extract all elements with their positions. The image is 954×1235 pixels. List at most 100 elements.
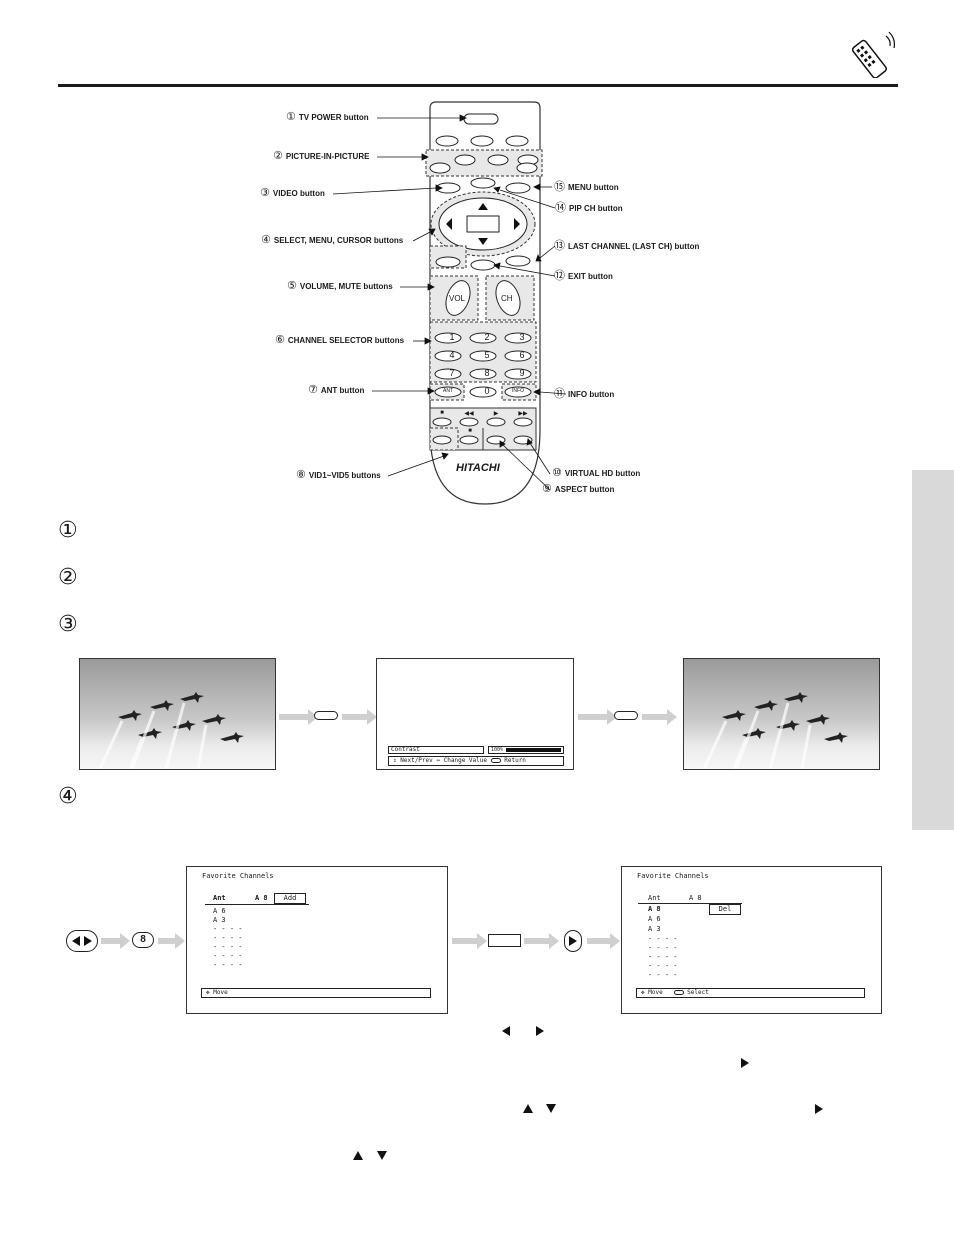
fav-list-item: A 3 (648, 925, 661, 933)
remote-brand-logo: HITACHI (456, 462, 500, 474)
remote-key: 8 (484, 368, 490, 378)
contrast-field: Contrast (388, 746, 484, 754)
fav-list-item: - - - - (648, 962, 678, 970)
favorite-channels-screen-add: Favorite Channels Ant A 8 Add A 6 A 3 - … (186, 866, 448, 1014)
fav-header-channel: A 8 (255, 894, 268, 902)
section-2-number: ② (58, 565, 78, 590)
fav-header-channel: A 8 (689, 894, 702, 902)
remote-control-icon (851, 31, 896, 78)
flow-arrow (578, 709, 617, 725)
cursor-pad-icon: ✥ (641, 989, 645, 996)
fav-list-item: A 6 (213, 907, 226, 915)
flow-arrow (524, 933, 559, 949)
flow-arrow (101, 933, 130, 949)
rewind-icon: ◀◀ (464, 411, 474, 417)
fav-list-item: - - - - (213, 925, 243, 933)
select-button-icon (488, 934, 521, 947)
remote-key: 2 (484, 332, 490, 342)
section-4-number: ④ (58, 784, 78, 809)
select-oval-icon (673, 990, 684, 995)
left-right-icon: ⇔ (436, 757, 441, 764)
flow-arrow (452, 933, 487, 949)
remote-key: 1 (449, 332, 455, 342)
up-cursor-icon (353, 1151, 363, 1160)
flow-arrow (587, 933, 620, 949)
fav-list-item: - - - - (648, 944, 678, 952)
fav-list-item-selected: A 8 (648, 905, 661, 913)
number-8-button-icon: 8 (132, 932, 154, 948)
contrast-menu-screen: Contrast 100% ⇕ Next/Prev ⇔ Change Value… (376, 658, 574, 770)
fav-list-item: - - - - (213, 943, 243, 951)
remote-ch-label: CH (501, 294, 513, 303)
remote-key: 9 (519, 368, 525, 378)
remote-info-label: INFO (512, 388, 524, 394)
stop-icon: ■ (440, 410, 444, 416)
video-button-icon (314, 711, 338, 720)
left-cursor-icon (502, 1026, 510, 1036)
fav-header-underline (205, 904, 309, 905)
down-cursor-icon (377, 1151, 387, 1160)
tv-picture-after (683, 658, 880, 770)
remote-vol-label: VOL (449, 294, 466, 303)
remote-key: 0 (484, 386, 490, 396)
remote-illustration (425, 101, 543, 505)
flow-arrow (642, 709, 677, 725)
fav-list-item: A 3 (213, 916, 226, 924)
section-3-number: ③ (58, 612, 78, 637)
right-cursor-icon (564, 930, 582, 952)
right-cursor-icon (815, 1104, 823, 1114)
video-button-icon (614, 711, 638, 720)
remote-key: 3 (519, 332, 525, 342)
down-cursor-icon (546, 1104, 556, 1113)
section-1-number: ① (58, 518, 78, 543)
fav-list-item: - - - - (648, 935, 678, 943)
side-tab (912, 470, 954, 830)
del-button[interactable]: Del (709, 904, 741, 915)
add-button[interactable]: Add (274, 893, 306, 904)
callout-leaders (332, 114, 567, 491)
left-right-cursor-icon (66, 930, 98, 952)
fav-header-ant: Ant (648, 894, 661, 902)
remote-key: 6 (519, 350, 525, 360)
play-icon: ▶ (493, 411, 499, 417)
remote-key: 4 (449, 350, 455, 360)
contrast-level-bar (506, 748, 561, 752)
favorite-channels-screen-del: Favorite Channels Ant A 8 A 8 Del A 6 A … (621, 866, 882, 1014)
fav-title: Favorite Channels (202, 872, 274, 880)
header-rule (58, 84, 898, 87)
fav-title: Favorite Channels (637, 872, 709, 880)
fav-header-underline (638, 903, 742, 904)
fav-list-item: - - - - (648, 953, 678, 961)
fav-list-item: A 6 (648, 915, 661, 923)
remote-key: 7 (449, 368, 455, 378)
contrast-value-field: 100% (488, 746, 564, 754)
flow-arrow (342, 709, 377, 725)
fav-status-bar: ✥ Move (201, 988, 431, 998)
fav-list-item: - - - - (213, 952, 243, 960)
fast-forward-icon: ▶▶ (518, 411, 528, 417)
flow-arrow (279, 709, 318, 725)
stop-icon-2: ■ (468, 428, 472, 434)
contrast-status-bar: ⇕ Next/Prev ⇔ Change Value Return (388, 756, 564, 766)
tv-picture-before (79, 658, 276, 770)
fav-header-ant: Ant (213, 894, 226, 902)
right-cursor-icon (741, 1058, 749, 1068)
flow-arrow (158, 933, 185, 949)
remote-ant-label: ANT (443, 388, 453, 394)
fav-list-item: - - - - (648, 971, 678, 979)
exit-button-icon (490, 758, 501, 763)
